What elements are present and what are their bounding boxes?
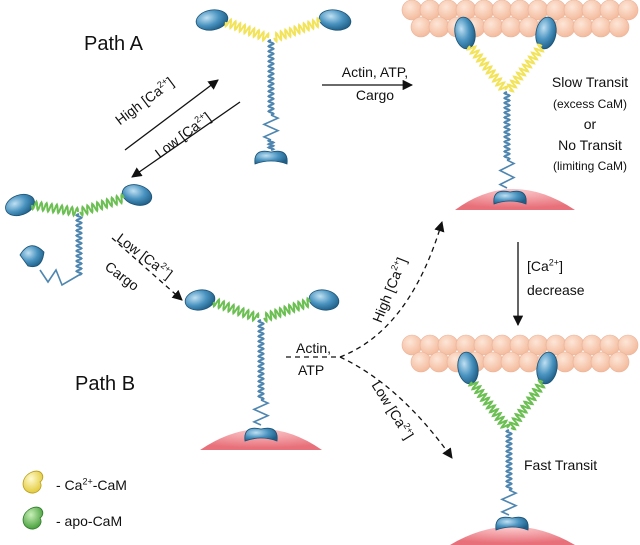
lever-arm-right — [506, 43, 545, 93]
lever-arm-left — [224, 17, 270, 43]
actin-bead — [617, 334, 639, 356]
globular-tail — [493, 190, 527, 205]
actin-bead — [590, 351, 612, 373]
actin-bead — [410, 351, 432, 373]
lever-arm-right — [273, 16, 321, 44]
fast-transit-label: Fast Transit — [524, 457, 598, 473]
arrow-low-ca-cargo — [111, 237, 183, 301]
actin-filament-top — [401, 0, 639, 38]
actin-bead — [554, 16, 576, 38]
actin-bead — [608, 16, 630, 38]
motor-head-right — [535, 16, 557, 50]
actin-bead — [482, 351, 504, 373]
folded-tail-hinge — [39, 268, 80, 287]
actin-bead — [428, 16, 450, 38]
actin-bead — [554, 351, 576, 373]
lever-arm-left — [466, 45, 509, 91]
tail-hinge — [262, 114, 280, 141]
motor-head-right — [318, 9, 352, 31]
lever-arm-right — [79, 192, 125, 218]
cargo-path-b — [200, 429, 322, 450]
myosin-apo-cam-extended — [184, 289, 340, 442]
actin-bead — [428, 351, 450, 373]
tail-stalk — [266, 139, 276, 151]
motor-head-right — [121, 184, 153, 206]
coiled-coil-stalk — [267, 39, 275, 116]
ca-decrease-label-2: decrease — [527, 282, 585, 298]
arrow-low-ca — [131, 101, 241, 178]
atp-label: ATP — [298, 362, 325, 378]
path-b-label: Path B — [75, 373, 136, 395]
motor-head-left — [184, 289, 216, 311]
actin-bead — [572, 351, 594, 373]
coiled-coil-stalk — [502, 91, 512, 161]
slow-transit-label: Slow Transit — [551, 74, 629, 90]
apo-cam-legend-icon — [22, 506, 44, 530]
ca-decrease-label-1: [Ca2+] — [527, 257, 563, 274]
motor-head-right — [536, 351, 558, 385]
actin-label: Actin, — [296, 340, 332, 356]
actin-bead — [500, 351, 522, 373]
myosin-apo-cam-folded — [5, 184, 153, 287]
lever-arm-left — [467, 381, 512, 429]
motor-head-right — [308, 289, 340, 311]
coiled-coil-stalk — [74, 213, 84, 276]
tail-hinge — [500, 489, 518, 516]
lever-arm-left — [212, 297, 260, 323]
coiled-coil-stalk — [505, 429, 513, 491]
no-transit-label: No Transit — [558, 137, 622, 153]
globular-tail — [244, 427, 278, 442]
actin-atp-cargo-label-1: Actin, ATP, — [341, 64, 409, 80]
actin-filament-bottom — [401, 334, 639, 373]
or-label: or — [583, 116, 597, 132]
excess-cam-label: (excess CaM) — [552, 97, 627, 111]
legend-ca-cam: - Ca2+-CaM — [56, 476, 127, 493]
cargo-bottom-right — [450, 526, 575, 545]
globular-tail — [254, 150, 288, 165]
actin-bead — [608, 351, 630, 373]
tail-hinge — [498, 159, 516, 189]
path-a-label: Path A — [84, 33, 143, 55]
myosin-molecules — [5, 9, 558, 531]
motor-head-left — [5, 193, 35, 217]
tail-hinge — [252, 399, 270, 426]
lever-arm-right — [508, 379, 546, 431]
myosin-on-actin-apo-cam — [457, 351, 558, 531]
actin-bead — [482, 16, 504, 38]
actin-bead — [518, 351, 540, 373]
limiting-cam-label: (limiting CaM) — [552, 159, 627, 173]
lever-arm-left — [31, 199, 79, 218]
actin-bead — [617, 0, 639, 21]
lever-arm-right — [263, 296, 311, 324]
motor-head-left — [195, 9, 229, 31]
actin-bead — [410, 16, 432, 38]
legend-apo-cam: - apo-CaM — [56, 513, 123, 529]
globular-tail — [495, 516, 529, 531]
actin-atp-cargo-label-2: Cargo — [355, 87, 395, 103]
actin-bead — [500, 16, 522, 38]
actin-bead — [590, 16, 612, 38]
myosin-on-actin-ca-cam — [454, 16, 557, 205]
globular-tail — [19, 245, 45, 268]
ca-cam-legend-icon — [22, 470, 44, 494]
actin-bead — [572, 16, 594, 38]
myosin-ca-cam-extended — [195, 9, 352, 165]
coiled-coil-stalk — [257, 319, 265, 401]
arrow-high-ca — [124, 79, 219, 151]
